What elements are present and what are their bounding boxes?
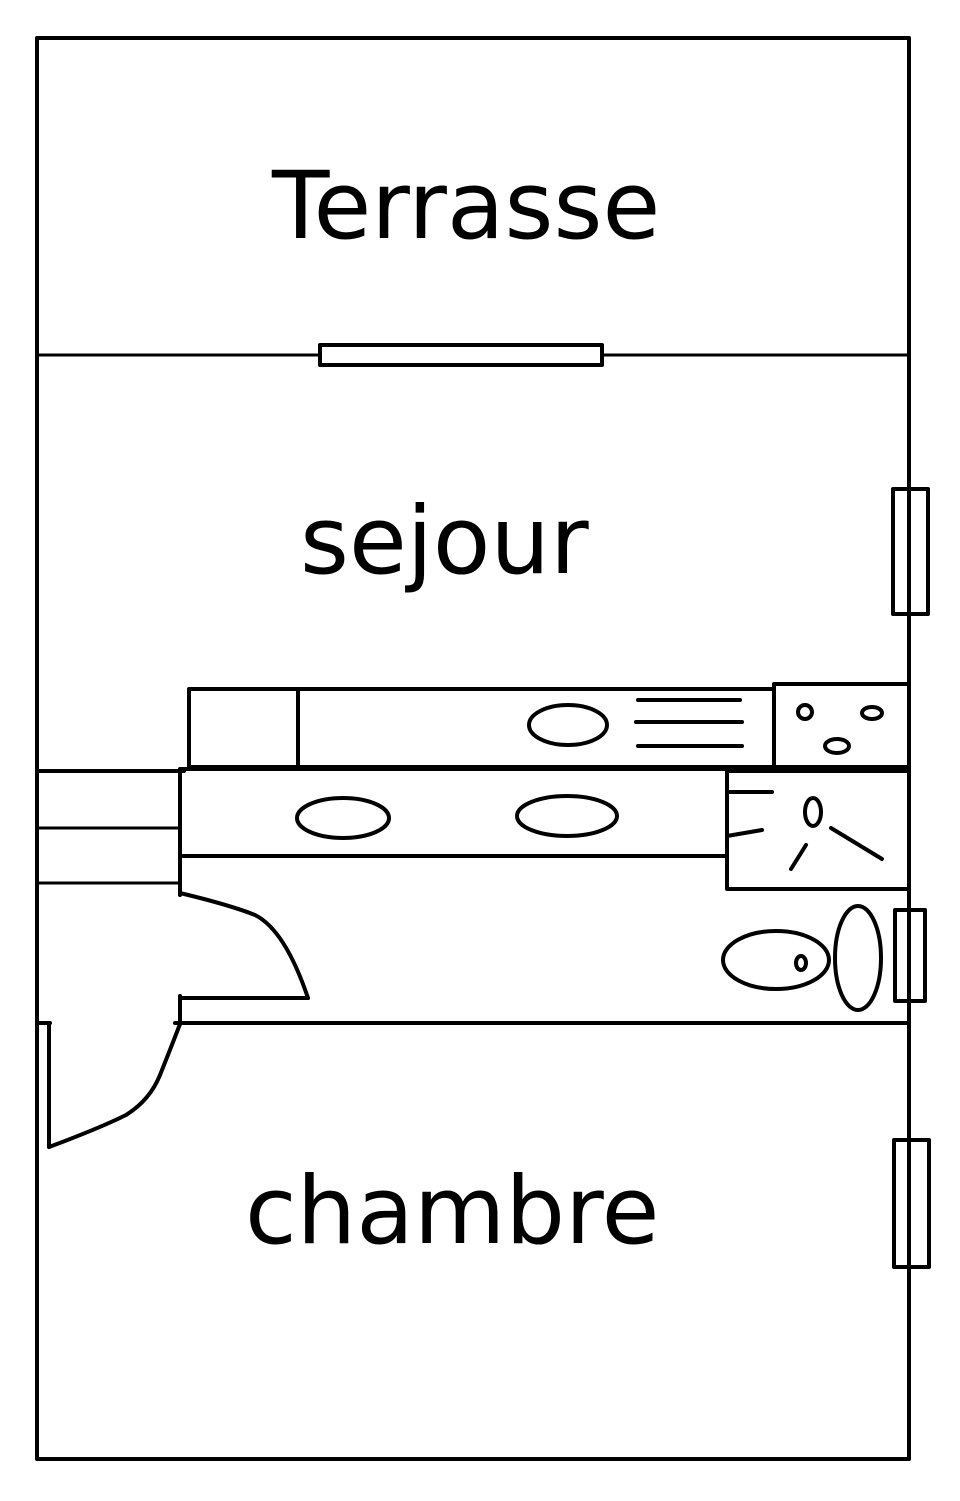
bathroom-double-vanity (178, 767, 911, 858)
room-label-chambre: chambre (245, 1157, 660, 1266)
toilet (721, 904, 883, 1012)
kitchen-drainboard (634, 698, 744, 748)
window-sejour-right (891, 487, 930, 616)
window-chambre-right (892, 1138, 931, 1269)
closet (35, 769, 186, 897)
sliding-door-terrasse (35, 343, 911, 367)
bedroom-door (38, 1021, 182, 1149)
window-bathroom (893, 908, 927, 1003)
shower (725, 769, 911, 891)
kitchen-sink (527, 703, 609, 747)
entrance-door (178, 889, 310, 1026)
room-label-terrasse: Terrasse (272, 152, 661, 261)
room-label-sejour: sejour (300, 487, 589, 596)
stove-cooktop (772, 682, 911, 769)
